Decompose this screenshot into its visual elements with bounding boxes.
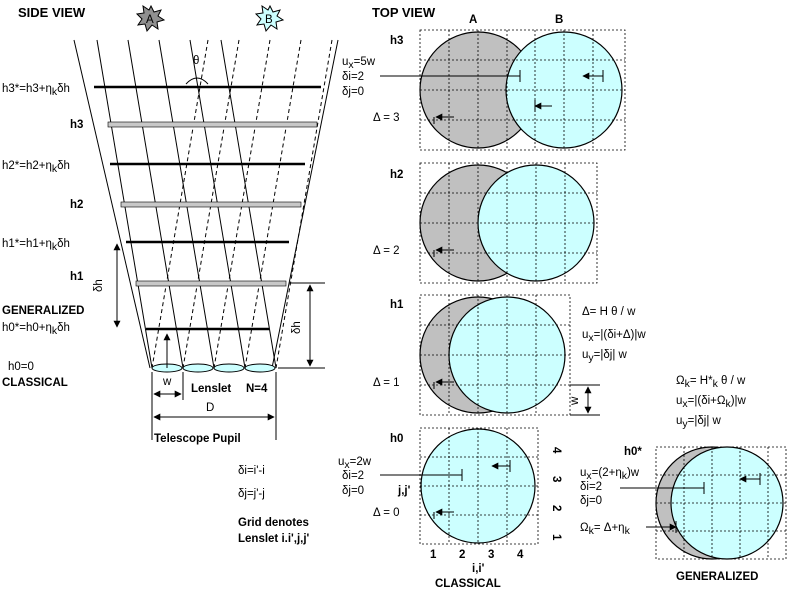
panel-generalized: h0* ux=(2+ηk)w δi=2 δj=0 Ωk= Δ+ηk GENERA… [580, 446, 787, 583]
classical-label: CLASSICAL [435, 578, 501, 590]
star-b-icon: B [254, 4, 285, 33]
label-h1: h1 [70, 271, 84, 283]
theta-arc [185, 77, 209, 85]
omega-delta-eq: Ωk= Δ+ηk [580, 522, 631, 537]
label-h2: h2 [390, 169, 403, 181]
panel-h2: h2 Δ = 2 [373, 162, 598, 284]
side-view: SIDE VIEW A B θ [2, 4, 339, 545]
tick-y-3: 3 [550, 476, 562, 482]
d-label: D [206, 402, 214, 414]
label-h0: h0 [390, 433, 403, 445]
tick-x-3: 3 [488, 549, 494, 561]
eq-delta: Δ= H θ / w [582, 306, 636, 318]
label-h0: h0=0 [8, 361, 34, 373]
jj-label: j,j' [397, 485, 411, 497]
tick-x-4: 4 [517, 549, 524, 561]
label-h1-star: h1*=h1+ηkδh [2, 238, 70, 253]
tick-x-2: 2 [459, 549, 465, 561]
side-view-title: SIDE VIEW [18, 5, 86, 20]
star-a-icon: A [135, 4, 166, 33]
di-h3: δi=2 [342, 71, 364, 83]
panel-h3: h3 ux=5w δi=2 δj=0 Δ = 3 [342, 29, 626, 151]
delta-h3: Δ = 3 [373, 112, 400, 124]
panel-h1: h1 Δ = 1 w [373, 294, 600, 416]
dj-generalized: δj=0 [580, 495, 602, 507]
star-a-label: A [146, 14, 154, 26]
lenslet-label: Lenslet [191, 383, 231, 395]
delta-h-right-label: δh [291, 321, 303, 334]
boundary-line-right [271, 39, 339, 369]
ux-h0: ux=2w [338, 456, 372, 471]
delta-h-left-label: δh [93, 279, 105, 292]
w-label: w [162, 376, 172, 388]
label-h3: h3 [70, 119, 83, 131]
di-def: δi=i'-i [238, 465, 265, 477]
grid-note-line1: Grid denotes [238, 517, 309, 529]
boundary-line-left [73, 39, 151, 369]
label-h0-star: h0* [624, 446, 642, 458]
n-label: N=4 [246, 383, 268, 395]
tick-x-1: 1 [430, 549, 437, 561]
w-dimension-label: w [569, 396, 581, 406]
di-h0: δi=2 [342, 470, 364, 482]
tick-y-4: 4 [550, 447, 562, 454]
label-h3: h3 [390, 35, 403, 47]
delta-h0: Δ = 0 [373, 507, 400, 519]
top-view-title: TOP VIEW [372, 5, 436, 20]
label-h1: h1 [390, 299, 404, 311]
dj-def: δj=j'-j [238, 488, 265, 500]
di-generalized: δi=2 [580, 481, 602, 493]
eq-ux: ux=|(δi+Δ)|w [582, 329, 646, 344]
panel-h0: h0 ux=2w δi=2 δj=0 j,j' Δ = 0 1 2 3 4 i,… [338, 427, 562, 590]
eq-omega: Ωk= H*k θ / w [676, 375, 746, 390]
ux-h3: ux=5w [342, 56, 376, 71]
circle-b-generalized [670, 446, 784, 560]
theta-label: θ [193, 55, 199, 67]
delta-h2: Δ = 2 [373, 245, 400, 257]
star-b-label: B [265, 14, 273, 26]
eq-g-uy: uy=|δj| w [676, 415, 721, 430]
column-a-label: A [469, 14, 477, 26]
altitude-lines [94, 85, 321, 331]
ux-generalized: ux=(2+ηk)w [580, 467, 640, 482]
generalized-label: GENERALIZED [676, 571, 758, 583]
label-h2: h2 [70, 199, 83, 211]
tick-y-2: 2 [550, 505, 562, 511]
eq-g-ux: ux=|(δi+Ωk)|w [676, 395, 747, 410]
ii-label: i,i' [472, 563, 485, 575]
eq-uy: uy=|δj| w [582, 349, 627, 364]
telescope-pupil-label: Telescope Pupil [154, 433, 241, 445]
label-h3-star: h3*=h3+ηkδh [2, 83, 70, 98]
label-classical: CLASSICAL [2, 377, 68, 389]
dj-h0: δj=0 [342, 485, 364, 497]
dj-h3: δj=0 [342, 86, 364, 98]
tick-y-1: 1 [550, 534, 562, 541]
delta-h1: Δ = 1 [373, 377, 400, 389]
label-generalized: GENERALIZED [2, 305, 84, 317]
layer-planes [107, 121, 318, 287]
label-h0-star: h0*=h0+ηkδh [2, 322, 70, 337]
grid-note-line2: Lenslet i.i',j,j' [238, 533, 310, 545]
label-h2-star: h2*=h2+ηkδh [2, 160, 70, 175]
top-view: TOP VIEW A B h3 ux=5w δi=2 δj=0 Δ = 3 [338, 5, 787, 590]
column-b-label: B [555, 14, 563, 26]
